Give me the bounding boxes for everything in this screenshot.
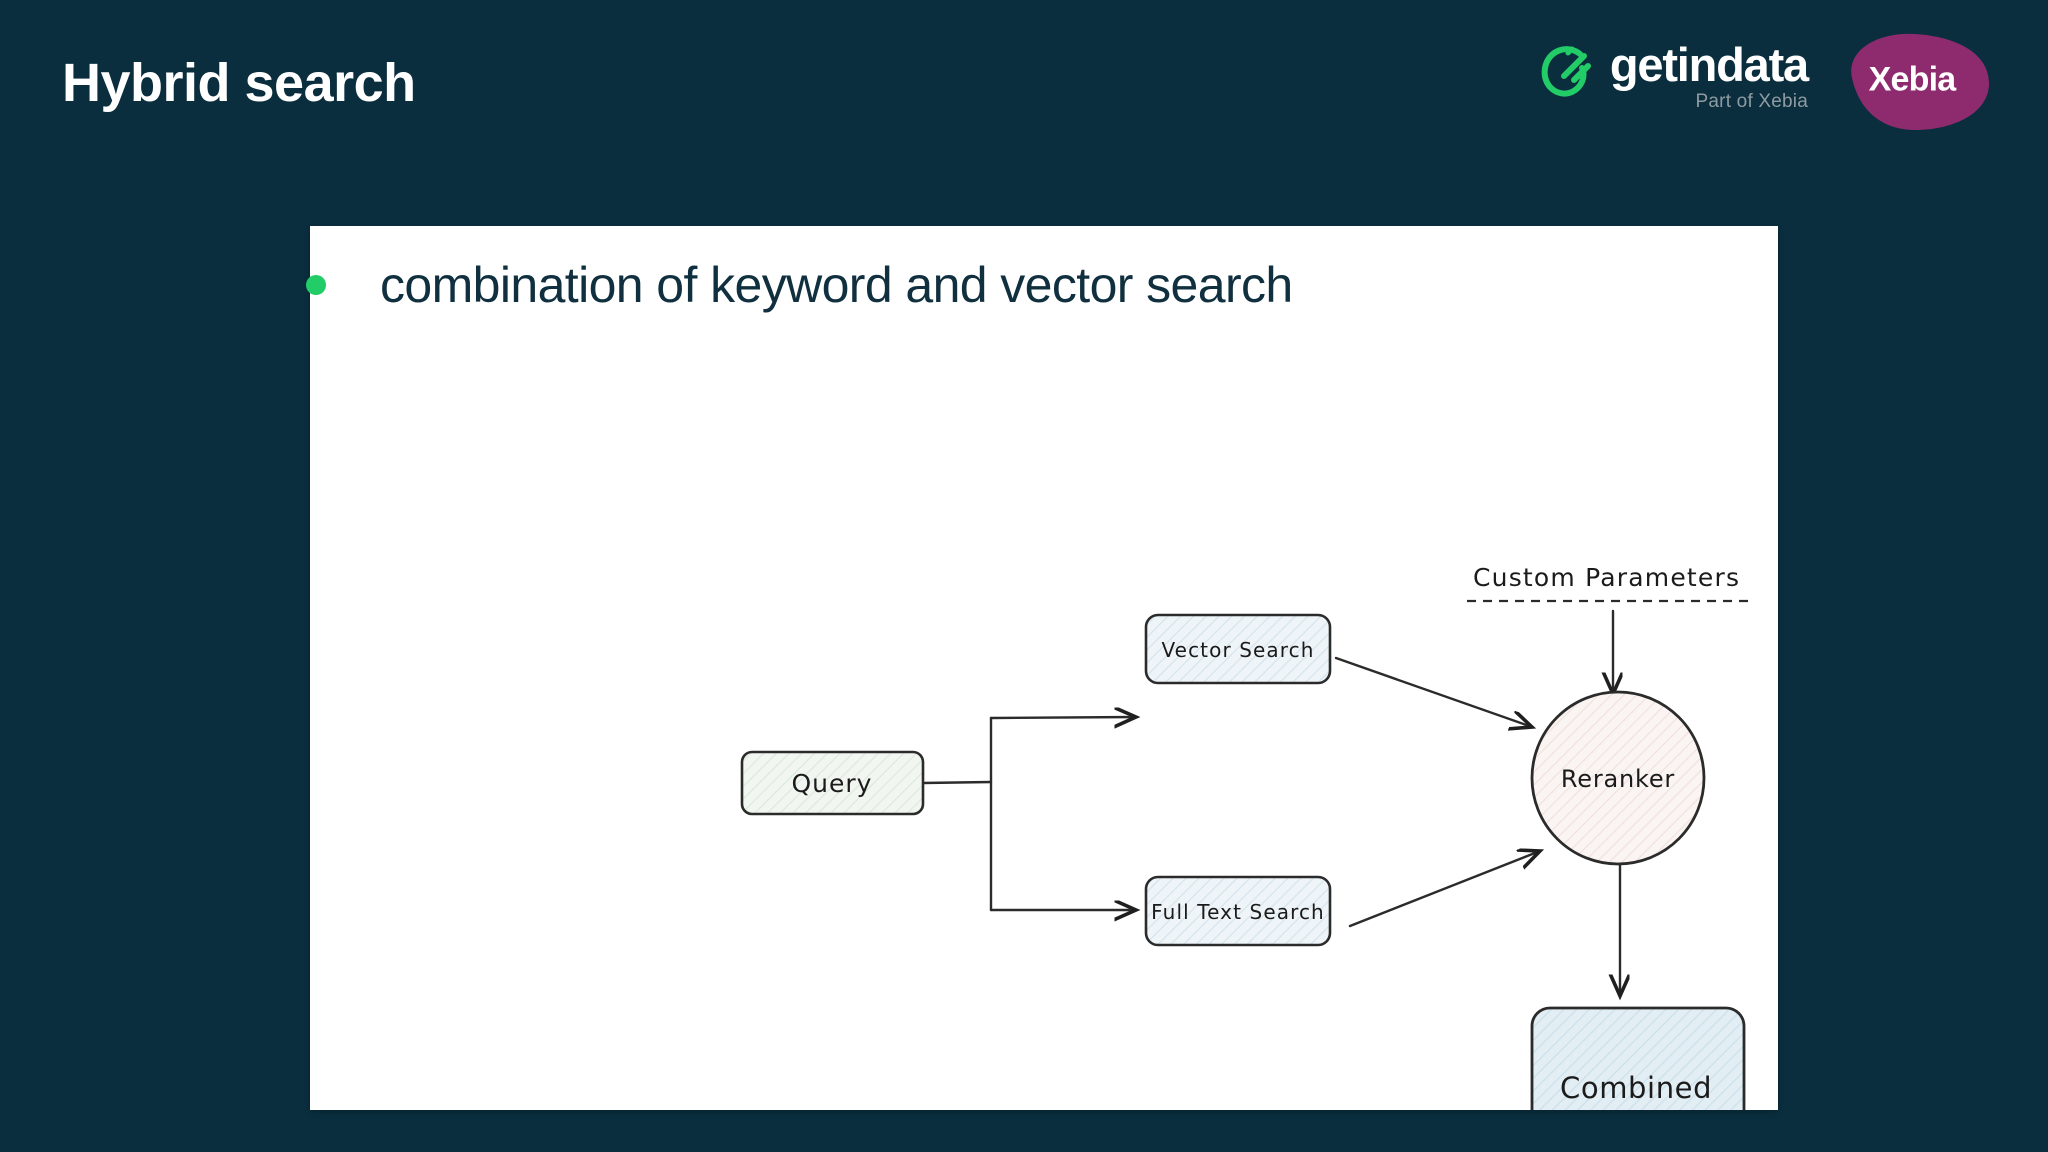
node-query: Query	[740, 750, 925, 816]
bullet-item-label: combination of keyword and vector search	[380, 257, 1293, 313]
node-vector-search: Vector Search	[1144, 613, 1332, 685]
node-full-text-search-shape	[1144, 875, 1332, 947]
slide-content-card: combination of keyword and vector search	[306, 226, 1778, 1110]
getindata-tagline: Part of Xebia	[1695, 91, 1808, 113]
node-full-text-search: Full Text Search	[1144, 875, 1332, 947]
hybrid-search-diagram: Custom Parameters Query Vector Search Fu…	[310, 226, 1778, 1110]
node-combined-results: Combined Results	[1530, 1006, 1746, 1110]
xebia-wordmark: Xebia	[1868, 60, 1957, 99]
node-vector-search-shape	[1144, 613, 1332, 685]
bullet-marker-icon	[306, 275, 326, 295]
node-query-label: Query	[792, 769, 873, 798]
getindata-wordmark: getindata	[1609, 38, 1809, 91]
edge-query-to-vector	[989, 717, 1136, 718]
node-combined-results-label-line1: Combined	[1560, 1071, 1712, 1105]
node-reranker-label: Reranker	[1561, 765, 1675, 793]
node-combined-results-shape	[1530, 1006, 1746, 1110]
node-query-shape	[740, 750, 925, 816]
getindata-logo: getindata Part of Xebia	[1538, 30, 1809, 113]
edge-vector-to-reranker	[1334, 656, 1532, 727]
custom-parameters-label: Custom Parameters	[1473, 563, 1740, 592]
xebia-logo: Xebia	[1832, 30, 1992, 132]
node-vector-search-label: Vector Search	[1161, 638, 1314, 662]
getindata-swoosh-icon	[1538, 40, 1596, 100]
page-title: Hybrid search	[62, 53, 416, 113]
edge-query-split	[921, 780, 993, 785]
node-reranker: Reranker	[1530, 690, 1706, 866]
brand-logos: getindata Part of Xebia Xebia	[1538, 30, 1992, 132]
edge-fulltext-to-reranker	[1348, 851, 1540, 928]
annotation-custom-parameters: Custom Parameters	[1467, 563, 1753, 603]
bullet-item: combination of keyword and vector search	[306, 256, 1293, 314]
node-reranker-shape	[1530, 690, 1706, 866]
node-full-text-search-label: Full Text Search	[1151, 900, 1325, 924]
